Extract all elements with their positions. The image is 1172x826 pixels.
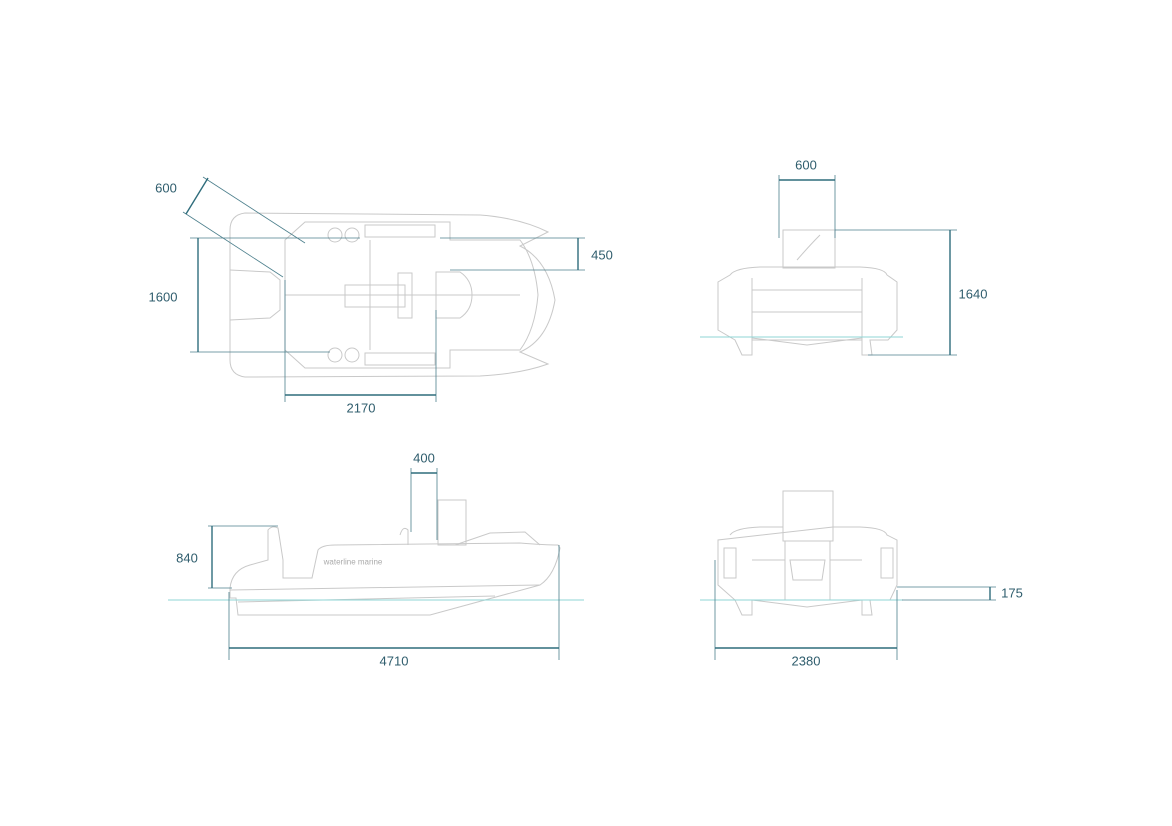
rear-view: [700, 490, 996, 660]
dim-rear-beam: 2380: [791, 653, 821, 669]
dim-top-cockpit-length: 2170: [346, 400, 376, 416]
dim-top-interior-width: 1600: [148, 289, 178, 305]
dim-side-console-width: 400: [413, 450, 435, 466]
dim-front-height: 1640: [958, 286, 988, 302]
hull-logo: waterline marine: [323, 557, 383, 567]
front-view: [700, 175, 957, 356]
dim-front-console-width: 600: [795, 157, 817, 173]
dim-side-freeboard: 840: [176, 550, 198, 566]
dim-top-seat-depth: 600: [155, 180, 177, 196]
dim-side-length: 4710: [379, 653, 409, 669]
dim-rear-draft: 175: [1001, 585, 1023, 601]
dim-top-side-width: 450: [591, 247, 613, 263]
side-view: [168, 468, 584, 660]
top-view: [182, 176, 585, 402]
